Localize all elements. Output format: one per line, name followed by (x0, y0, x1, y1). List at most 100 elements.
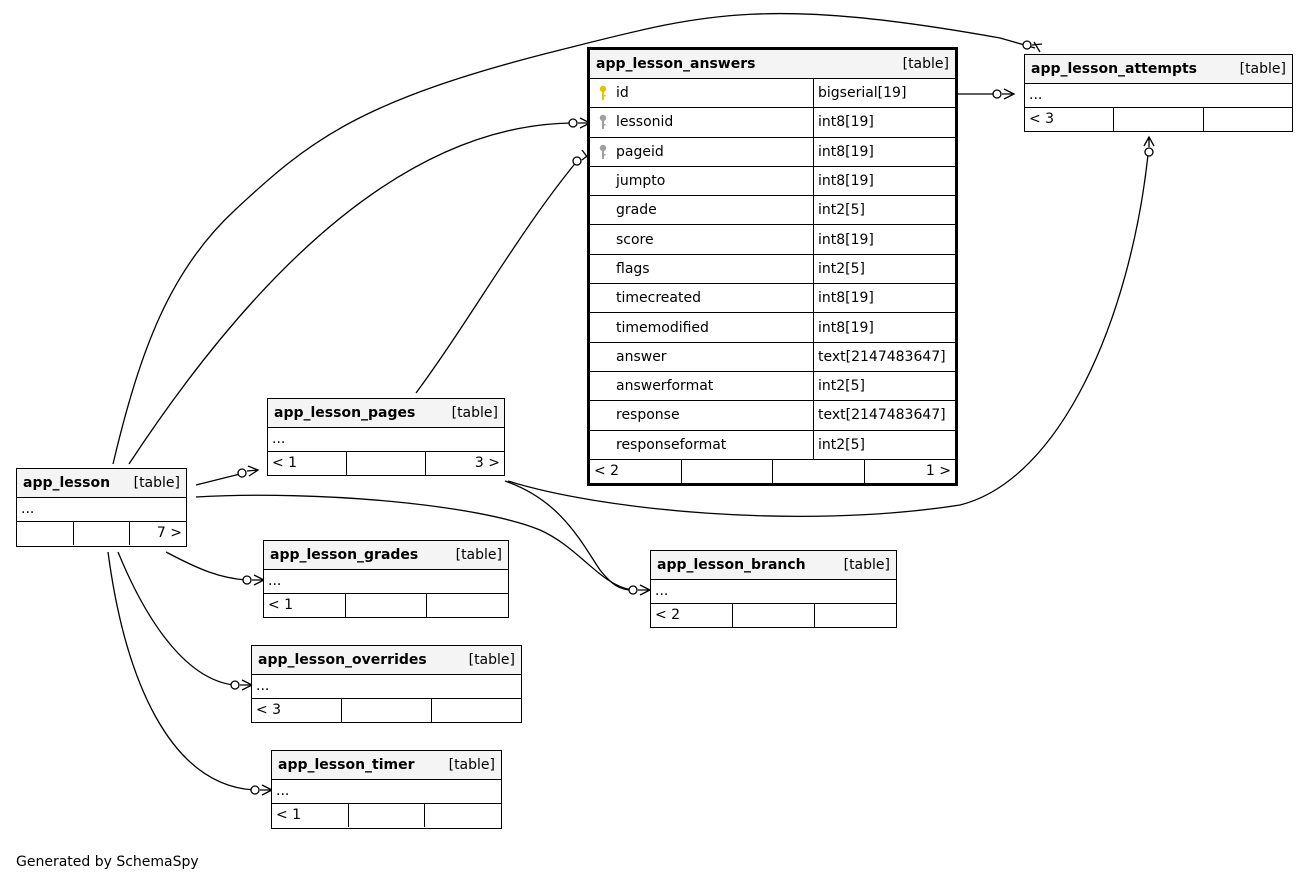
columns-collapsed: ... (651, 580, 896, 604)
table-app-lesson-grades[interactable]: app_lesson_grades [table] ... < 1 (263, 540, 509, 618)
columns-collapsed: ... (17, 498, 186, 522)
footer-parents: < 2 (655, 607, 681, 623)
column-name-cell: timecreated (590, 284, 814, 313)
column-type: int2[5] (818, 436, 865, 453)
footer-cell (680, 459, 773, 483)
column-name: answerformat (616, 378, 714, 395)
column-type: int2[5] (818, 202, 865, 219)
table-name: app_lesson_timer (278, 757, 415, 773)
column-type: int8[19] (818, 173, 874, 190)
table-footer: < 2 (651, 604, 896, 627)
footer-parents: < 2 (594, 462, 620, 479)
footer-parents: < 3 (256, 702, 282, 718)
table-header: app_lesson [table] (17, 469, 186, 498)
footer-cell (17, 522, 73, 545)
table-kind: [table] (133, 475, 180, 491)
column-type: int8[19] (818, 231, 874, 248)
table-app-lesson-overrides[interactable]: app_lesson_overrides [table] ... < 3 (251, 645, 522, 723)
generated-by-note: Generated by SchemaSpy (16, 854, 199, 870)
table-app-lesson-branch[interactable]: app_lesson_branch [table] ... < 2 (650, 550, 897, 628)
table-kind: [table] (843, 557, 890, 573)
table-app-lesson-attempts[interactable]: app_lesson_attempts [table] ... < 3 (1024, 54, 1293, 132)
edge-lesson-branch (195, 494, 633, 591)
column-name-cell: answer (590, 342, 814, 371)
column-type: int2[5] (818, 260, 865, 277)
table-header: app_lesson_branch [table] (651, 551, 896, 580)
column-name: jumpto (616, 173, 666, 190)
column-name: responseformat (616, 436, 727, 453)
column-name-cell: id (590, 79, 814, 108)
edge-lesson-pages (195, 473, 241, 486)
table-header: app_lesson_answers [table] (590, 50, 955, 79)
table-header: app_lesson_overrides [table] (252, 646, 521, 675)
gray-key-icon (590, 114, 616, 130)
footer-cell (814, 604, 896, 627)
table-footer: < 2 1 > (590, 459, 955, 483)
gold-key-icon (590, 85, 616, 101)
table-kind: [table] (468, 652, 515, 668)
footer-cell (431, 699, 521, 722)
table-kind: [table] (448, 757, 495, 773)
footer-children: 7 > (129, 522, 186, 545)
column-row: responseformat int2[5] (590, 430, 955, 460)
column-name: flags (616, 260, 650, 277)
column-row: jumpto int8[19] (590, 166, 955, 197)
edge-lesson-overrides (117, 551, 235, 686)
table-header: app_lesson_grades [table] (264, 541, 508, 570)
column-type: text[2147483647] (818, 407, 946, 424)
footer-parents: < 1 (272, 455, 298, 471)
columns-collapsed: ... (264, 570, 508, 594)
table-kind: [table] (1239, 61, 1286, 77)
edge-lesson-attempts (112, 12, 1036, 465)
columns-collapsed: ... (1025, 84, 1292, 108)
column-name-cell: answerformat (590, 371, 814, 401)
table-footer: 7 > (17, 522, 186, 545)
table-app-lesson-timer[interactable]: app_lesson_timer [table] ... < 1 (271, 750, 502, 829)
footer-cell (346, 452, 425, 475)
table-name: app_lesson_branch (657, 557, 806, 573)
table-name: app_lesson_overrides (258, 652, 427, 668)
table-name: app_lesson_attempts (1031, 61, 1197, 77)
footer-cell (772, 459, 864, 483)
footer-cell (424, 804, 501, 827)
footer-children: 3 > (425, 452, 504, 475)
table-app-lesson[interactable]: app_lesson [table] ... 7 > (16, 468, 187, 547)
table-kind: [table] (455, 547, 502, 563)
table-footer: < 3 (252, 699, 521, 722)
table-header: app_lesson_pages [table] (268, 399, 504, 428)
footer-parents: < 3 (1029, 111, 1055, 127)
table-app-lesson-pages[interactable]: app_lesson_pages [table] ... < 1 3 > (267, 398, 505, 476)
column-row: response text[2147483647] (590, 401, 955, 431)
footer-cell (1202, 108, 1292, 131)
table-kind: [table] (902, 56, 949, 72)
table-header: app_lesson_timer [table] (272, 751, 501, 780)
edge-lesson-timer (107, 551, 255, 791)
footer-cell (344, 594, 427, 617)
table-footer: < 3 (1025, 108, 1292, 131)
column-name-cell: score (590, 225, 814, 254)
edge-lesson-grades (165, 551, 247, 581)
footer-cell (426, 594, 508, 617)
table-name: app_lesson (23, 475, 111, 491)
table-header: app_lesson_attempts [table] (1025, 55, 1292, 84)
column-type: int8[19] (818, 143, 874, 160)
column-name-cell: flags (590, 254, 814, 284)
footer-cell (347, 804, 425, 827)
column-name-cell: lessonid (590, 108, 814, 137)
column-name: timecreated (616, 290, 701, 307)
column-name: response (616, 407, 680, 424)
column-name-cell: responseformat (590, 430, 814, 459)
footer-parents: < 1 (268, 597, 294, 613)
edge-lesson-answers-lessonid (128, 122, 573, 465)
